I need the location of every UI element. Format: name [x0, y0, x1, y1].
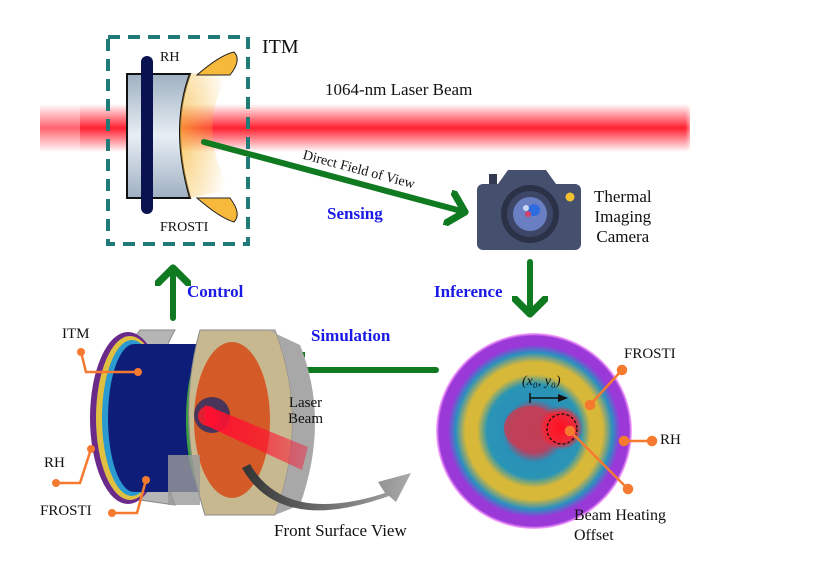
sensing-label: Sensing — [327, 204, 383, 223]
rh-label-top: RH — [160, 50, 180, 65]
camera-label: Thermal Imaging Camera — [594, 187, 652, 246]
sim-laser-beam-label: Laser Beam — [288, 395, 323, 427]
simulation-model-icon — [90, 329, 315, 516]
inference-label: Inference — [434, 282, 503, 301]
thermal-camera-icon — [477, 170, 581, 250]
simulation-label: Simulation — [311, 326, 391, 345]
beam-heating-offset-label: Beam Heating Offset — [574, 507, 666, 544]
thermal-frosti-label: FROSTI — [624, 346, 676, 362]
simulation-callouts — [56, 351, 148, 515]
sim-frosti-label: FROSTI — [40, 503, 92, 519]
sensing-arrow — [201, 139, 465, 212]
control-label: Control — [187, 282, 244, 301]
itm-title: ITM — [262, 36, 299, 58]
itm-dashed-box — [106, 35, 250, 246]
beam-offset-circle — [546, 413, 578, 445]
frosti-bottom-icon — [195, 197, 238, 223]
thermal-map — [436, 333, 632, 529]
front-surface-view-label: Front Surface View — [274, 521, 407, 540]
sim-rh-label: RH — [44, 455, 65, 471]
offset-coordinate-label: (x₀, y₀) — [522, 374, 561, 389]
sim-itm-label: ITM — [62, 326, 90, 342]
front-surface-view-arrow — [242, 464, 411, 511]
frosti-label-top: FROSTI — [160, 220, 209, 235]
rh-bar-icon — [141, 56, 153, 214]
thermal-callouts — [564, 364, 658, 495]
laser-beam-label: 1064-nm Laser Beam — [325, 80, 473, 99]
thermal-rh-label: RH — [660, 432, 681, 448]
frosti-top-icon — [195, 51, 238, 76]
